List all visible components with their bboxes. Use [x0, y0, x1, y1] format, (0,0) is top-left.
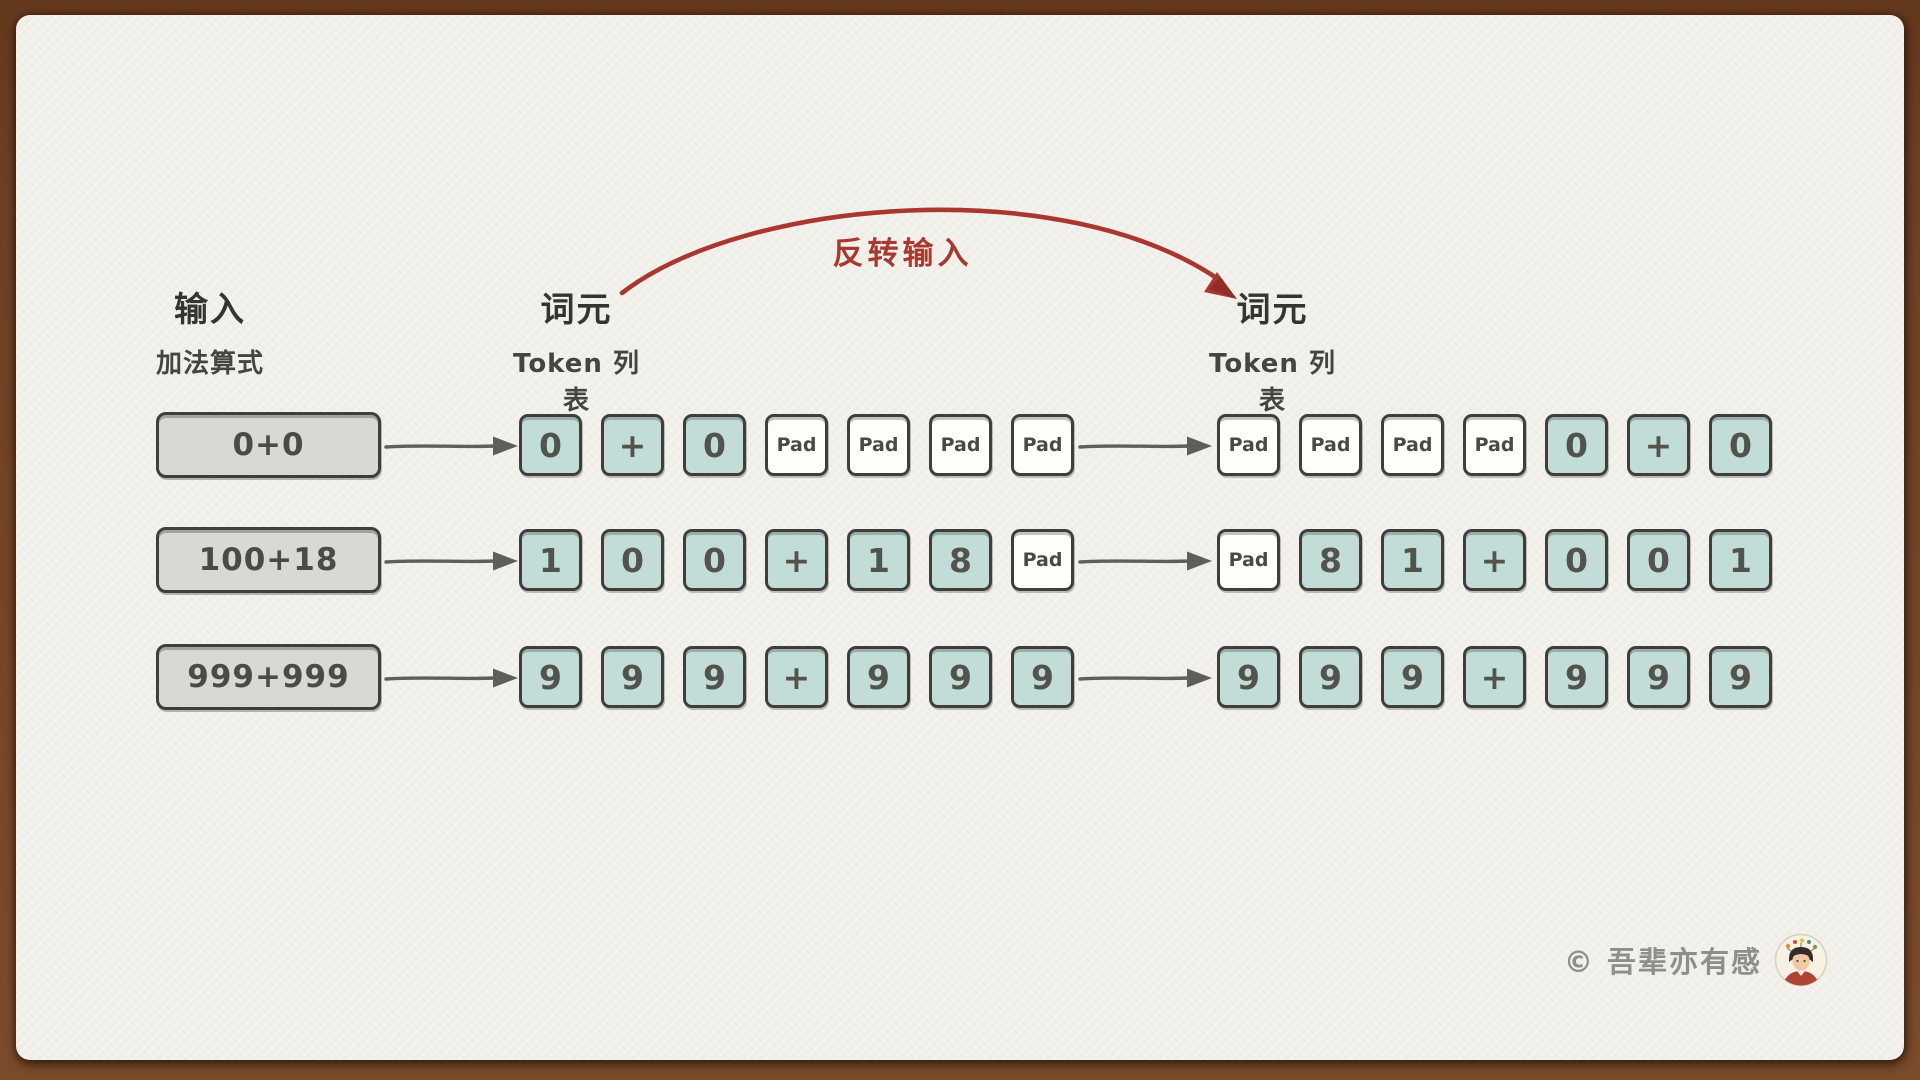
token: 1 — [1381, 529, 1444, 591]
token: 8 — [929, 529, 992, 591]
token: 9 — [1709, 646, 1772, 708]
copyright-text: © 吾辈亦有感 — [1563, 945, 1762, 979]
credit: © 吾辈亦有感 — [1564, 933, 1828, 987]
token: 9 — [683, 646, 746, 708]
token: + — [1463, 529, 1526, 591]
pad-token: Pad — [1381, 414, 1444, 476]
token-column-title: 词元 — [540, 290, 613, 330]
pad-token: Pad — [1217, 529, 1280, 591]
reverse-arrow-icon — [1078, 434, 1214, 458]
token: + — [1627, 414, 1690, 476]
pad-token: Pad — [1011, 414, 1074, 476]
input-expression-box: 0+0 — [156, 412, 381, 478]
token: + — [1463, 646, 1526, 708]
token: 9 — [1217, 646, 1280, 708]
token: 0 — [601, 529, 664, 591]
reverse-arrow-icon — [1078, 549, 1214, 573]
token: + — [765, 646, 828, 708]
pad-token: Pad — [1299, 414, 1362, 476]
token-column-header: 词元 Token 列表 — [504, 282, 649, 417]
pad-token: Pad — [929, 414, 992, 476]
token: 9 — [1381, 646, 1444, 708]
author-avatar-icon — [1774, 933, 1828, 987]
token: 0 — [1627, 529, 1690, 591]
tokenize-arrow-icon — [384, 434, 520, 458]
token: 8 — [1299, 529, 1362, 591]
token: 9 — [1627, 646, 1690, 708]
token: 0 — [1545, 529, 1608, 591]
input-column-subtitle: 加法算式 — [155, 349, 264, 379]
token: 1 — [1709, 529, 1772, 591]
token: 0 — [1709, 414, 1772, 476]
token: 0 — [683, 414, 746, 476]
reversed-token-list: Pad Pad Pad Pad 0 +0 — [1217, 414, 1772, 476]
token-column-subtitle: Token 列表 — [513, 349, 640, 416]
pad-token: Pad — [847, 414, 910, 476]
token: 0 — [1545, 414, 1608, 476]
token: + — [765, 529, 828, 591]
input-expression-box: 999+999 — [156, 644, 381, 710]
token: 9 — [1011, 646, 1074, 708]
reversed-token-column-title: 词元 — [1236, 290, 1309, 330]
token: 9 — [847, 646, 910, 708]
token-list: 0 +0 Pad Pad Pad Pad — [519, 414, 1074, 476]
token: + — [601, 414, 664, 476]
token: 9 — [929, 646, 992, 708]
input-column-header: 输入 加法算式 — [100, 282, 320, 380]
token: 9 — [519, 646, 582, 708]
pad-token: Pad — [1217, 414, 1280, 476]
token: 1 — [519, 529, 582, 591]
token: 1 — [847, 529, 910, 591]
token: 9 — [1545, 646, 1608, 708]
pad-token: Pad — [765, 414, 828, 476]
token: 0 — [519, 414, 582, 476]
pad-token: Pad — [1011, 529, 1074, 591]
token: 9 — [601, 646, 664, 708]
input-expression-box: 100+18 — [156, 527, 381, 593]
reverse-input-label: 反转输入 — [832, 236, 973, 272]
token: 0 — [683, 529, 746, 591]
pad-token: Pad — [1463, 414, 1526, 476]
tokenize-arrow-icon — [384, 666, 520, 690]
reversed-token-column-subtitle: Token 列表 — [1209, 349, 1336, 416]
token: 9 — [1299, 646, 1362, 708]
input-column-title: 输入 — [174, 290, 246, 330]
reverse-arrow-icon — [1078, 666, 1214, 690]
reversed-token-column-header: 词元 Token 列表 — [1200, 282, 1345, 417]
tokenize-arrow-icon — [384, 549, 520, 573]
